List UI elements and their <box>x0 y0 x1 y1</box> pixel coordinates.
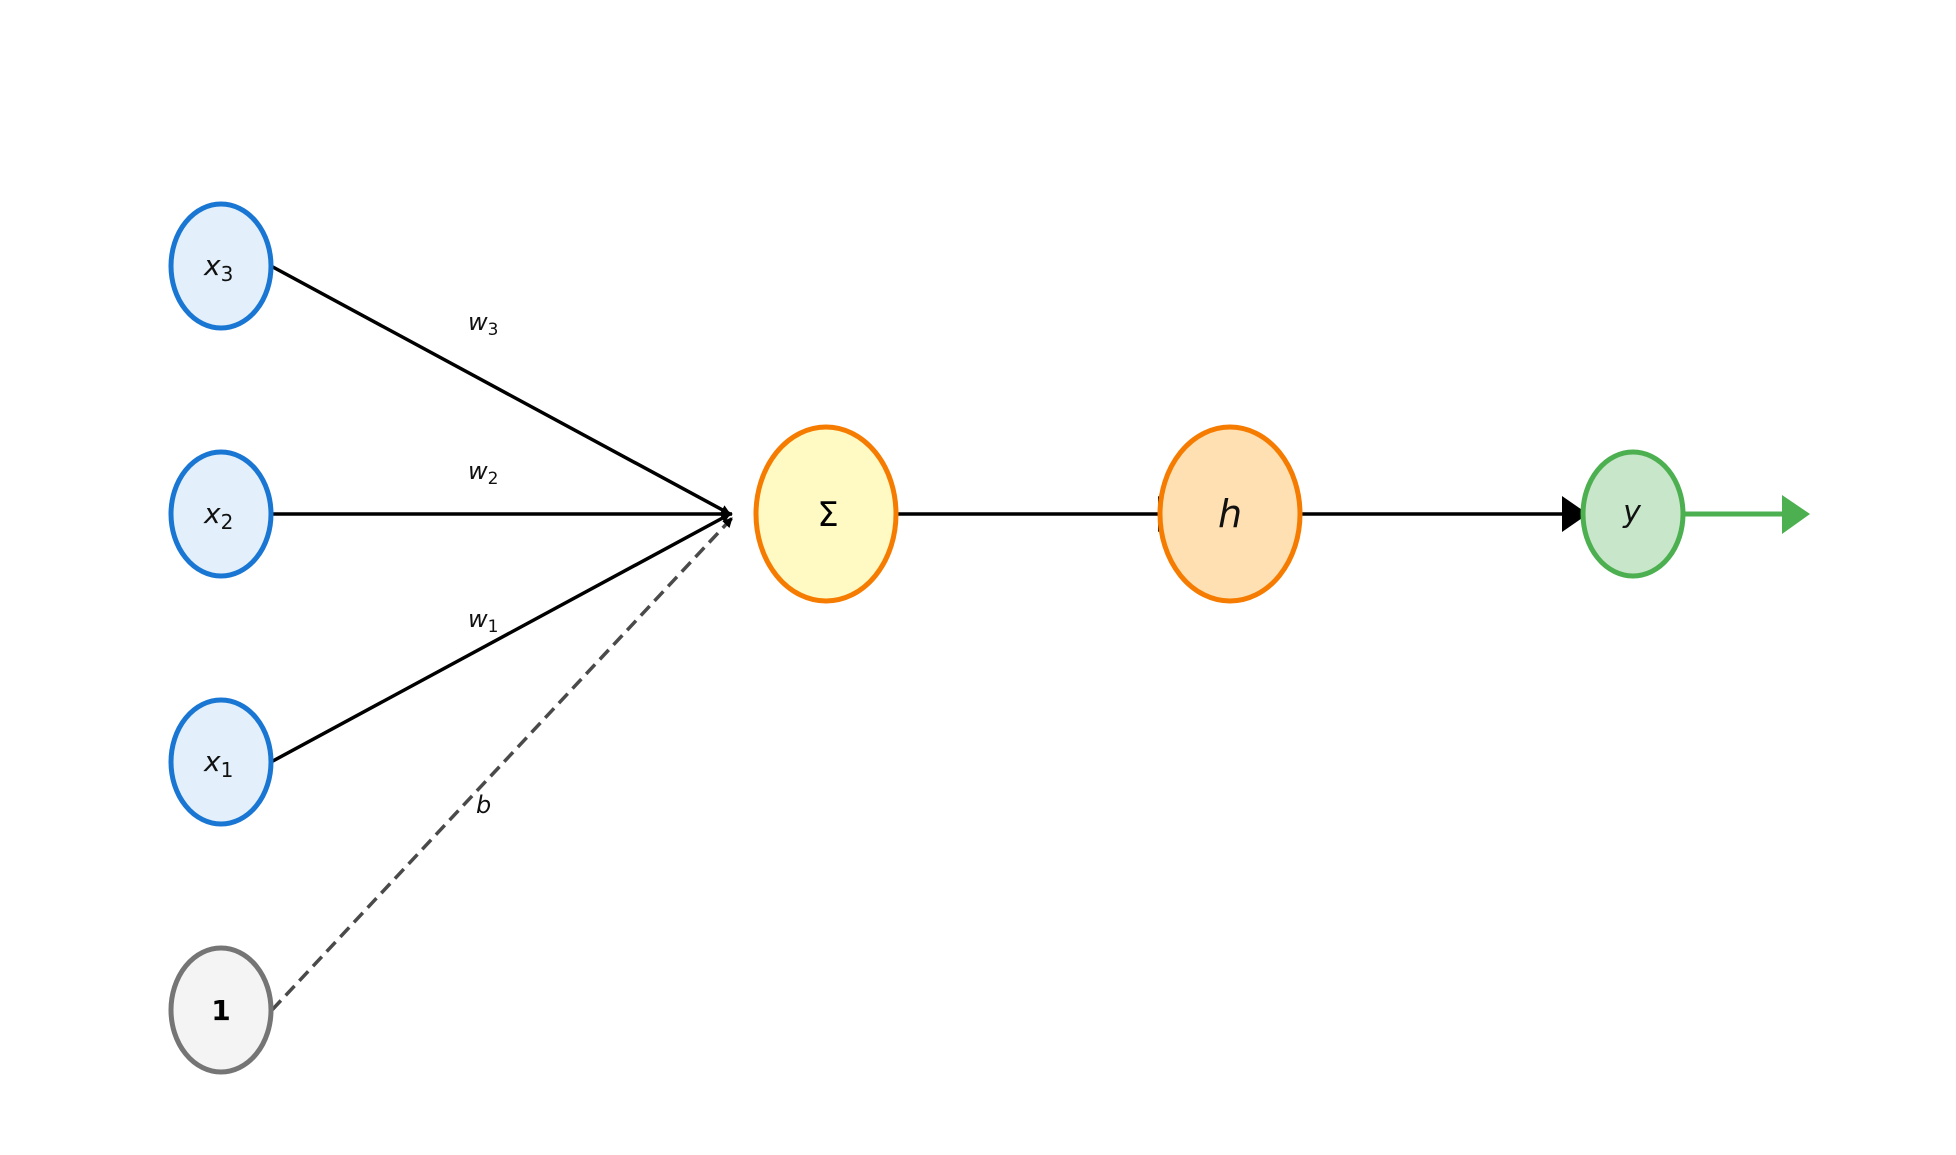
svg-text:1: 1 <box>211 994 230 1027</box>
svg-text:y: y <box>1622 495 1642 530</box>
edge-x1 <box>270 512 731 764</box>
weight-label-w2: w2 <box>468 457 498 489</box>
svg-text:x2: x2 <box>203 497 233 534</box>
input-node-x1: x1 <box>168 697 274 827</box>
svg-text:Σ: Σ <box>817 495 838 535</box>
bias-node: 1 <box>168 945 274 1075</box>
bias-label: b <box>476 791 491 819</box>
input-node-x2: x2 <box>168 449 274 579</box>
output-node: y <box>1580 449 1686 579</box>
sum-node: Σ <box>753 424 899 604</box>
activation-node: h <box>1157 424 1303 604</box>
arrowhead-y <box>1562 496 1588 532</box>
weight-label-w1: w1 <box>468 605 498 637</box>
svg-text:x3: x3 <box>203 249 233 286</box>
weight-label-w3: w3 <box>468 308 498 340</box>
svg-text:h: h <box>1218 492 1242 536</box>
edge-x3 <box>270 264 731 516</box>
input-node-x3: x3 <box>168 201 274 331</box>
arrowhead-output <box>1782 495 1810 534</box>
edge-bias <box>270 516 734 1012</box>
svg-text:x1: x1 <box>203 745 233 782</box>
